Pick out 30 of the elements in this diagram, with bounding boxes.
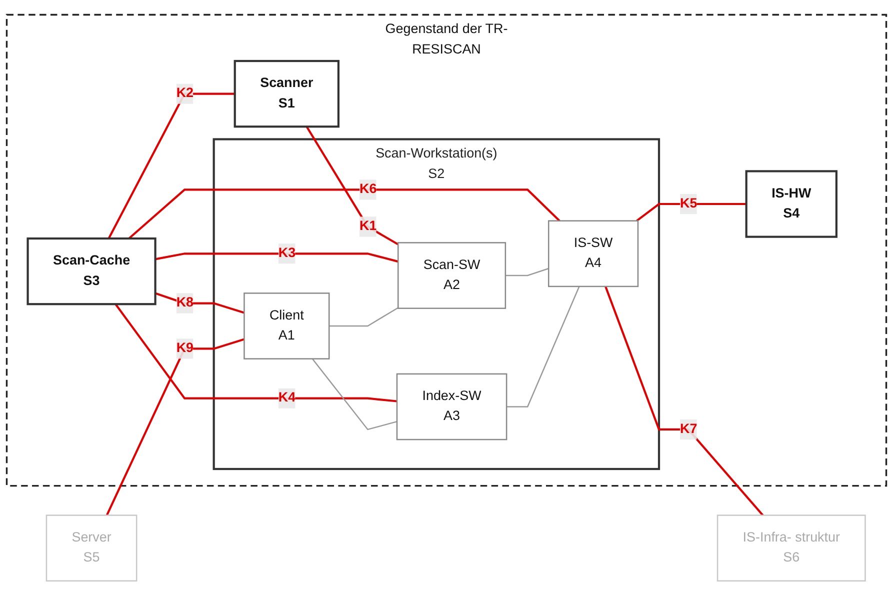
node-box: Index-SW A3 [396,374,508,440]
connector [636,203,746,222]
node-box: IS-HW S4 [745,170,838,238]
node-box: Scanner S1 [234,60,340,128]
connector [155,252,398,263]
connector [106,338,245,516]
connector [306,126,399,246]
node-box: IS-SW A4 [548,220,639,288]
connector [312,358,398,430]
edge-label: K3 [278,246,296,261]
edge-label: K2 [176,86,194,101]
node-box: IS-Infra- struktur S6 [716,514,866,582]
edge-label: K1 [359,219,377,234]
edge-label: K5 [680,196,698,211]
connector [108,92,235,240]
connector [604,286,764,516]
edge-label: K8 [176,296,194,310]
connector [505,268,549,276]
connector [329,307,398,327]
connector [506,286,580,408]
connector [154,292,245,314]
node-box: Server S5 [46,514,138,582]
node-box: Scan-Cache S3 [26,238,156,306]
connector [128,188,560,240]
edge-label: K6 [359,182,377,197]
connector [114,304,398,402]
node-box: Client A1 [244,292,330,360]
edge-label: K9 [176,341,194,356]
edge-label: K7 [680,422,698,436]
node-box: Scan-SW A2 [397,242,506,310]
